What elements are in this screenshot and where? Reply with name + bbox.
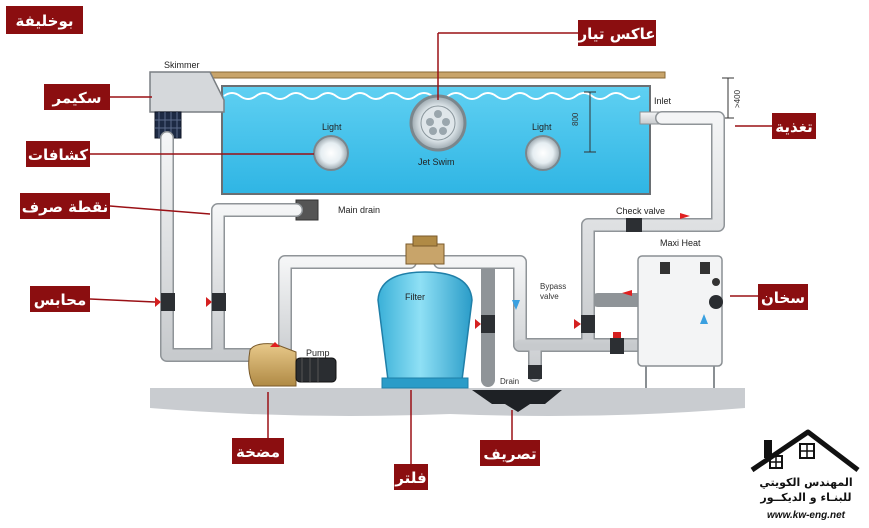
label-heater: سخان (761, 289, 805, 307)
text-depth-400: >400 (733, 89, 742, 108)
logo-line-1: المهندس الكويتي (759, 476, 852, 489)
pipe-network (160, 111, 725, 387)
label-valves: محابس (34, 291, 87, 309)
text-jet-swim: Jet Swim (418, 157, 455, 167)
text-light-left: Light (322, 122, 342, 132)
label-jet-reflector: عاكس تيار (577, 25, 655, 43)
diagram-text: Skimmer Light Light Jet Swim Inlet 800 >… (164, 60, 742, 386)
logo-url: www.kw-eng.net (767, 510, 846, 521)
text-maxi-heat: Maxi Heat (660, 238, 701, 248)
label-feed: تغذية (775, 118, 813, 136)
text-skimmer: Skimmer (164, 60, 200, 70)
text-depth-800: 800 (571, 112, 580, 126)
text-bypass-2: valve (540, 292, 559, 301)
skimmer-box (149, 71, 225, 113)
label-skimmer: سكيمر (52, 89, 102, 107)
heater-unit (637, 255, 723, 388)
label-drain-point: نقطة صرف (22, 198, 109, 216)
text-pump: Pump (306, 348, 330, 358)
text-bypass-1: Bypass (540, 282, 566, 291)
text-filter: Filter (405, 292, 425, 302)
label-lights: كشافات (28, 146, 88, 164)
text-inlet: Inlet (654, 96, 672, 106)
brand-logo: المهندس الكويتي للبنـاء و الديكــور www.… (750, 429, 860, 521)
pump-unit (248, 343, 337, 387)
text-check-valve: Check valve (616, 206, 665, 216)
text-drain: Drain (500, 377, 519, 386)
text-main-drain: Main drain (338, 205, 380, 215)
pool-light-left (313, 135, 349, 171)
valves (155, 218, 642, 379)
label-drainage: تصريف (483, 445, 536, 463)
label-filter: فلتر (394, 469, 426, 487)
flow-arrows (270, 213, 708, 347)
title-tag: بوخليفة (16, 12, 74, 30)
filter-tank (377, 235, 473, 389)
label-pump: مضخة (236, 443, 280, 461)
drain-funnel (472, 390, 562, 412)
pool-light-right (525, 135, 561, 171)
logo-line-2: للبنـاء و الديكــور (759, 491, 851, 504)
arabic-labels: بوخليفة عاكس تيار سكيمر كشافات نقطة صرف … (6, 6, 816, 490)
ground (150, 388, 745, 416)
text-light-right: Light (532, 122, 552, 132)
